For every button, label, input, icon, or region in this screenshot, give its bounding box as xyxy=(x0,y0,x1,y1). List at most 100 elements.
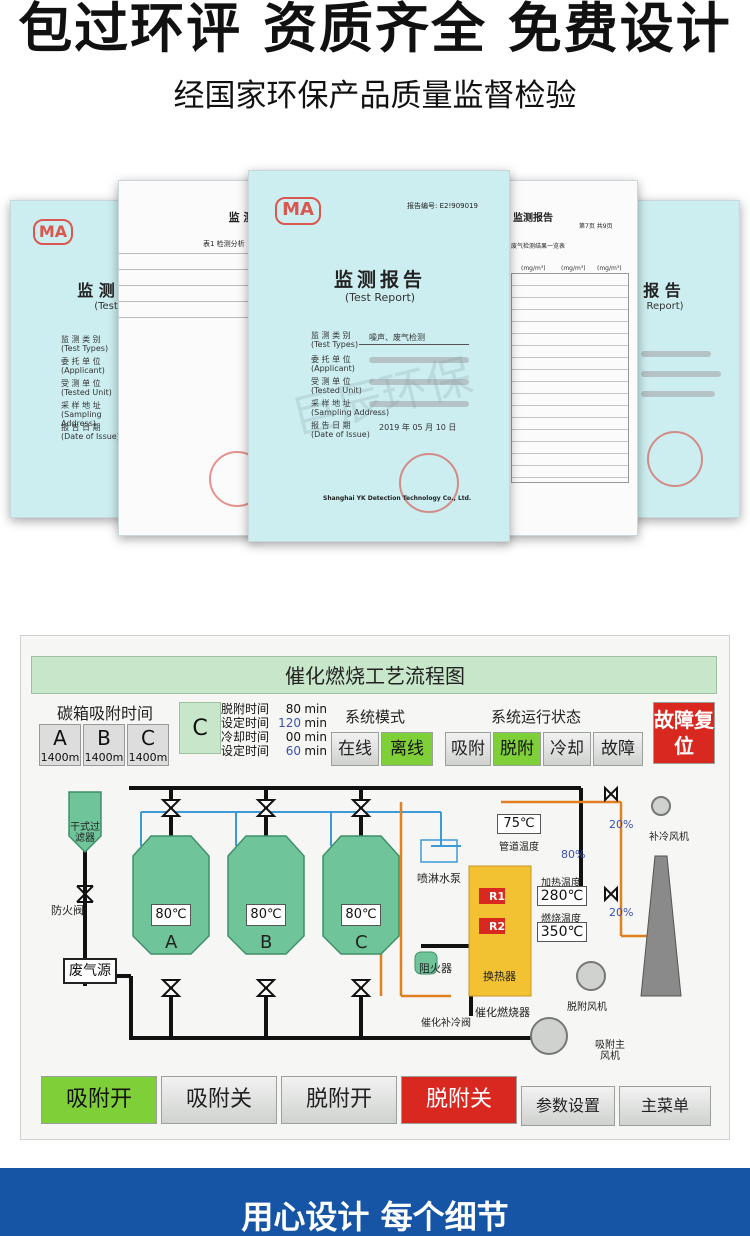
field-date: 报 告 日 期(Date of Issue) xyxy=(61,423,120,441)
carbon-box-a-time: 1400m xyxy=(40,751,80,764)
mode-offline-button[interactable]: 离线 xyxy=(381,732,433,766)
card-left-title: 监 测 xyxy=(77,281,115,300)
main-field-sampling-label: 采 样 地 址 xyxy=(311,399,351,408)
card-right-title: 报 告 xyxy=(643,281,681,300)
field-tested-unit-en: (Tested Unit) xyxy=(61,388,112,397)
desorb-off-button[interactable]: 脱附关 xyxy=(401,1076,517,1124)
status-fault: 故障 xyxy=(593,732,643,766)
fault-reset-button[interactable]: 故障复位 xyxy=(653,702,715,764)
time-unit: min xyxy=(304,702,327,716)
hero-subtitle: 经国家环保产品质量监督检验 xyxy=(173,78,577,114)
main-field-applicant: 委 托 单 位(Applicant) xyxy=(311,355,355,373)
card-right-subtitle: Report) xyxy=(646,301,684,312)
flame-arrester-shape xyxy=(414,951,438,975)
redacted-line xyxy=(641,371,721,377)
field-applicant: 委 托 单 位(Applicant) xyxy=(61,357,105,375)
table-rule xyxy=(119,253,257,254)
time-label: 设定时间 xyxy=(221,744,270,758)
main-field-date-en: (Date of Issue) xyxy=(311,430,370,439)
status-desorb: 脱附 xyxy=(493,732,541,766)
redacted-line xyxy=(641,351,711,357)
field-sampling: 采 样 地 址(Sampling Address) xyxy=(61,401,127,428)
cool-fan-shape xyxy=(651,796,671,816)
ma-logo: MA xyxy=(275,197,321,225)
cool-fan-label: 补冷风机 xyxy=(649,832,689,843)
redacted-line xyxy=(369,357,469,363)
main-field-date-label: 报 告 日 期 xyxy=(311,421,351,430)
valve-20a-label: 20% xyxy=(609,818,634,831)
main-field-date: 报 告 日 期(Date of Issue) xyxy=(311,421,370,439)
r1-label: R1 xyxy=(489,890,506,903)
footer-bar xyxy=(0,1168,750,1236)
catalytic-valve-label: 催化补冷阀 xyxy=(421,1018,471,1029)
main-field-tested-unit-en: (Tested Unit) xyxy=(311,386,362,395)
carbon-box-c[interactable]: C 1400m xyxy=(127,724,169,766)
status-adsorb: 吸附 xyxy=(445,732,491,766)
main-field-tested-unit-label: 受 测 单 位 xyxy=(311,377,351,386)
main-menu-button[interactable]: 主菜单 xyxy=(619,1086,711,1126)
flame-arrester-label: 阻火器 xyxy=(419,962,452,975)
carbon-box-b[interactable]: B 1400m xyxy=(83,724,125,766)
carbon-box-a-letter: A xyxy=(53,726,67,750)
carbon-box-a[interactable]: A 1400m xyxy=(39,724,81,766)
time-unit: min xyxy=(304,744,327,758)
time-value: 120 xyxy=(278,716,301,730)
table-page-number: 第7页 共9页 xyxy=(579,223,613,230)
panel-title-bar: 催化燃烧工艺流程图 xyxy=(31,656,717,694)
spray-pump-label: 喷淋水泵 xyxy=(417,872,461,885)
carbon-box-c-letter: C xyxy=(141,726,155,750)
ma-logo: MA xyxy=(33,219,73,245)
time-unit: min xyxy=(304,716,327,730)
time-value: 80 xyxy=(285,702,301,716)
main-field-date-value: 2019 年 05 月 10 日 xyxy=(379,423,457,432)
mode-online-button[interactable]: 在线 xyxy=(331,732,379,766)
desorb-fan-shape xyxy=(576,961,606,991)
field-tested-unit: 受 测 单 位(Tested Unit) xyxy=(61,379,112,397)
field-applicant-label: 委 托 单 位 xyxy=(61,357,101,366)
main-field-test-type: 监 测 类 别(Test Types) xyxy=(311,331,358,349)
main-field-sampling: 采 样 地 址(Sampling Address) xyxy=(311,399,389,417)
table-doc-title: 废气检测结果一览表 xyxy=(511,243,566,250)
carbon-box-c-time: 1400m xyxy=(128,751,168,764)
adsorb-on-button[interactable]: 吸附开 xyxy=(41,1076,157,1124)
dry-filter-label: 干式过滤器 xyxy=(70,822,100,844)
report-card-doc-left: 监 测 报 表1 检测分析 xyxy=(118,180,269,536)
report-number: 报告编号: E2!909019 xyxy=(407,202,478,210)
footer-text: 用心设计 每个细节 xyxy=(241,1198,509,1236)
vessel-b-label: B xyxy=(260,932,273,953)
dry-filter-shape xyxy=(68,791,102,854)
table-doc-heading: 监测报告 xyxy=(513,213,553,224)
fire-valve-label: 防火阀 xyxy=(51,904,84,917)
main-field-applicant-en: (Applicant) xyxy=(311,364,355,373)
burn-temp-label: 燃烧温度 xyxy=(541,914,581,925)
official-stamp xyxy=(399,453,459,513)
table-col-header: (mg/m³) xyxy=(521,265,546,272)
field-date-en: (Date of Issue) xyxy=(61,432,120,441)
desorb-on-button[interactable]: 脱附开 xyxy=(281,1076,397,1124)
adsorb-off-button[interactable]: 吸附关 xyxy=(161,1076,277,1124)
field-applicant-en: (Applicant) xyxy=(61,366,105,375)
burn-temp-readout: 350℃ xyxy=(537,922,587,942)
table-rule xyxy=(119,301,257,302)
table-grid xyxy=(511,273,629,483)
pipe-temp-label: 管道温度 xyxy=(499,842,539,853)
redacted-line xyxy=(369,379,469,385)
main-field-test-type-label: 监 测 类 别 xyxy=(311,331,351,340)
redacted-line xyxy=(369,401,469,407)
field-sampling-en: (Sampling Address) xyxy=(61,410,102,428)
main-field-tested-unit: 受 测 单 位(Tested Unit) xyxy=(311,377,362,395)
table-rule xyxy=(119,317,257,318)
main-report-subtitle: (Test Report) xyxy=(344,291,416,304)
param-settings-button[interactable]: 参数设置 xyxy=(521,1086,615,1126)
main-field-test-value: 噪声、废气检测 xyxy=(369,333,425,342)
heat-exchanger-label: 换热器 xyxy=(483,970,516,983)
r2-label: R2 xyxy=(489,920,506,933)
time-value: 00 xyxy=(285,730,301,744)
field-test-type-label: 监 测 类 别 xyxy=(61,335,101,344)
field-date-label: 报 告 日 期 xyxy=(61,423,101,432)
mode-label: 系统模式 xyxy=(345,708,406,726)
main-field-sampling-en: (Sampling Address) xyxy=(311,408,390,417)
